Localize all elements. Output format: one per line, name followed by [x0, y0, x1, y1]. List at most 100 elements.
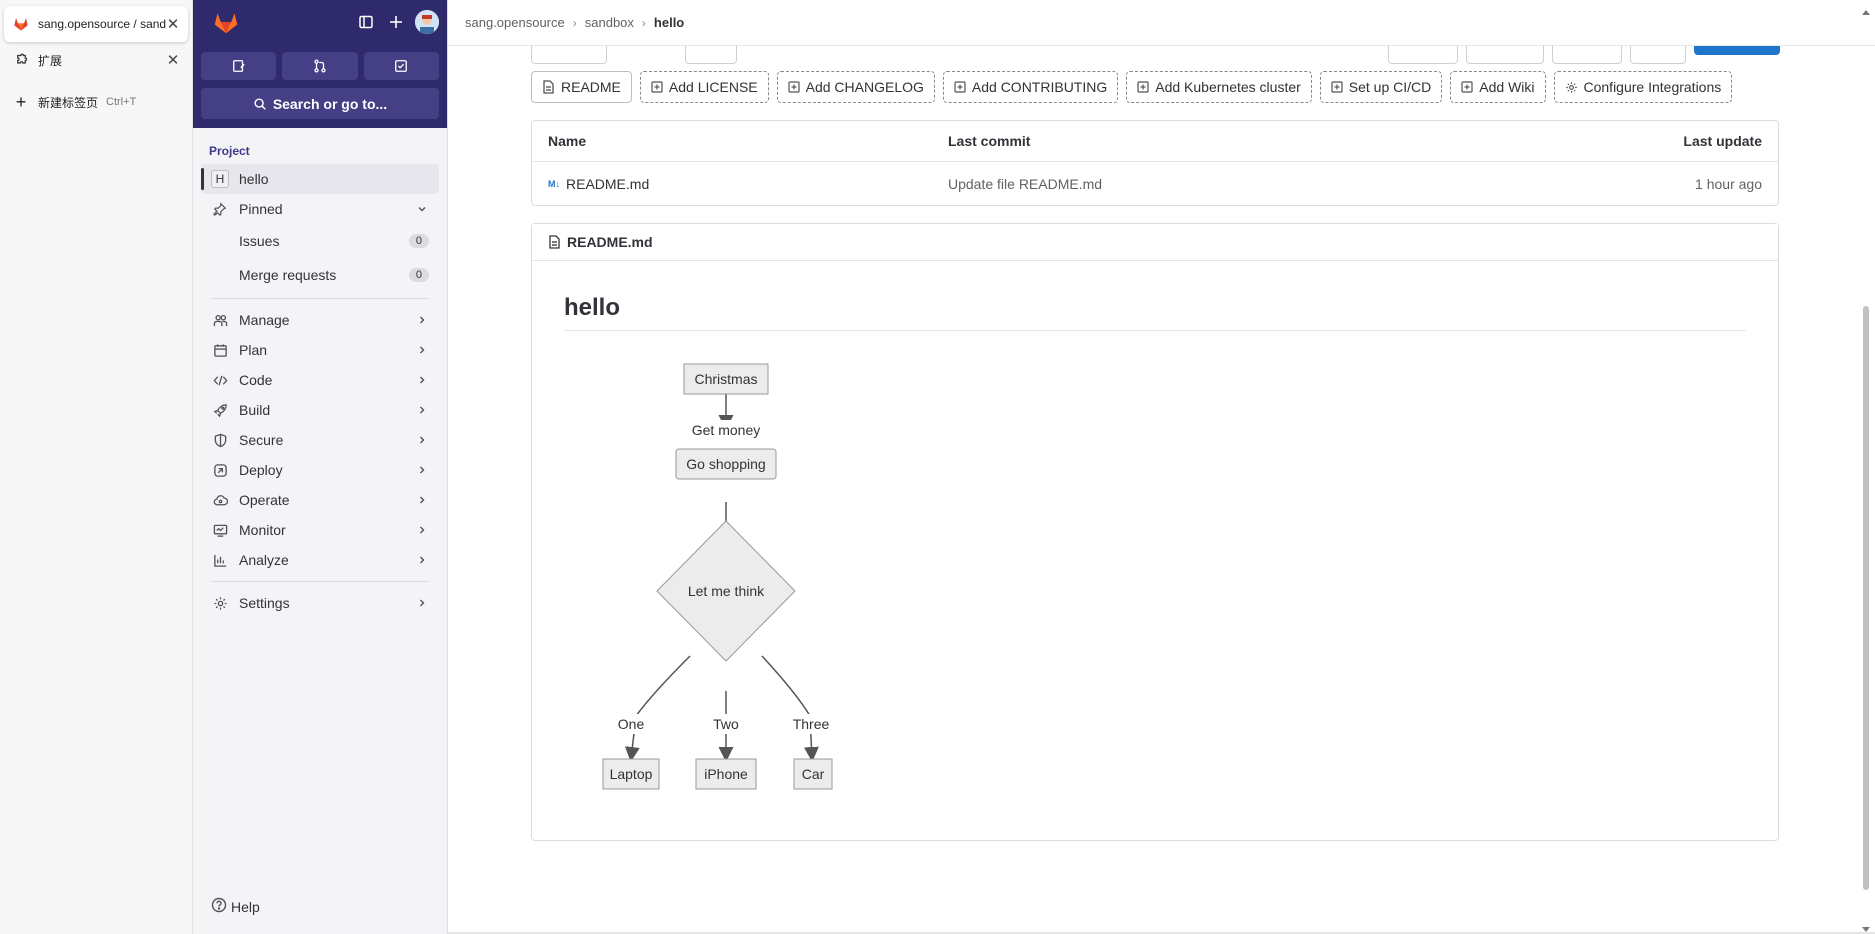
sidebar-item-code[interactable]: Code — [201, 365, 439, 395]
node-car-box — [793, 758, 833, 790]
sidebar-divider — [211, 298, 429, 299]
chevron-right-icon — [415, 433, 429, 447]
plus-icon: + — [15, 91, 27, 112]
sidebar-item-plan[interactable]: Plan — [201, 335, 439, 365]
create-new-icon[interactable] — [381, 8, 411, 36]
file-name-link[interactable]: README.md — [566, 175, 650, 192]
sidebar-item-pinned[interactable]: Pinned — [201, 194, 439, 224]
sidebar-item-label: Deploy — [239, 462, 283, 478]
sidebar-item-operate[interactable]: Operate — [201, 485, 439, 515]
add-kubernetes-cluster-button[interactable]: Add Kubernetes cluster — [1126, 71, 1312, 103]
breadcrumb-project[interactable]: hello — [653, 15, 685, 30]
extensions-label: 扩展 — [38, 53, 63, 68]
sidebar-item-deploy[interactable]: Deploy — [201, 455, 439, 485]
sidebar-item-settings[interactable]: Settings — [201, 588, 439, 618]
plus-square-icon — [1137, 81, 1149, 93]
node-car: Car — [802, 766, 825, 782]
configure-integrations-button[interactable]: Configure Integrations — [1553, 71, 1733, 103]
sidebar-item-label: Code — [239, 372, 273, 388]
help-button[interactable]: Help — [211, 897, 260, 916]
sidebar-item-label: Merge requests — [239, 267, 337, 283]
gear-icon — [211, 594, 229, 612]
help-label: Help — [231, 898, 260, 915]
branch-selector-button[interactable] — [531, 46, 607, 64]
sidebar-item-build[interactable]: Build — [201, 395, 439, 425]
edge-label-three: Three — [793, 716, 830, 732]
scroll-down-arrow[interactable] — [1861, 921, 1871, 932]
readme-heading: hello — [564, 294, 621, 321]
chevron-right-icon — [415, 463, 429, 477]
new-tab-shortcut: Ctrl+T — [106, 96, 137, 108]
edge-label-get-money: Get money — [692, 422, 760, 438]
sidebar-item-merge-requests[interactable]: Merge requests 0 — [201, 258, 439, 292]
table-row: M↓ README.md Update file README.md 1 hou… — [532, 162, 1778, 205]
scroll-up-arrow[interactable] — [1861, 3, 1871, 15]
setup-ci-cd-button[interactable]: Set up CI/CD — [1319, 71, 1443, 103]
sidebar-item-analyze[interactable]: Analyze — [201, 545, 439, 575]
browser-extensions[interactable]: 扩展 ✕ — [4, 42, 188, 78]
merge-requests-shortcut-button[interactable] — [282, 52, 358, 80]
code-icon — [211, 371, 229, 389]
add-wiki-button[interactable]: Add Wiki — [1450, 71, 1546, 103]
plus-square-icon — [1331, 81, 1343, 93]
sidebar-item-label: Build — [239, 402, 271, 418]
user-avatar[interactable] — [415, 10, 439, 34]
readme-filename[interactable]: README.md — [567, 234, 653, 250]
node-christmas: Christmas — [694, 371, 757, 387]
node-laptop: Laptop — [610, 766, 653, 782]
browser-tab-title: sang.opensource / sandbox / hello — [38, 17, 166, 31]
markdown-icon: M↓ — [548, 178, 560, 189]
star-button[interactable] — [1552, 46, 1622, 64]
node-christmas-box — [683, 363, 769, 395]
breadcrumb-subgroup[interactable]: sandbox — [584, 15, 634, 30]
node-think: Let me think — [688, 583, 765, 599]
plus-square-icon — [788, 81, 800, 93]
history-button[interactable] — [685, 46, 737, 64]
thumbtack-icon — [211, 200, 229, 218]
todo-shortcut-button[interactable] — [363, 52, 439, 80]
issues-icon — [232, 60, 245, 72]
edge-label-two: Two — [713, 716, 739, 732]
issues-shortcut-button[interactable] — [201, 52, 277, 80]
new-tab-button[interactable]: + 新建标签页 Ctrl+T — [4, 84, 188, 120]
fork-button[interactable] — [1630, 46, 1686, 64]
close-icon[interactable]: ✕ — [166, 52, 180, 69]
readme-panel: README.md hello Get money One Two T — [531, 223, 1779, 841]
close-icon[interactable]: ✕ — [166, 16, 180, 33]
main-content: sang.opensource › sandbox › hello README… — [448, 0, 1875, 934]
edit-button[interactable] — [1466, 46, 1544, 64]
sidebar-item-secure[interactable]: Secure — [201, 425, 439, 455]
file-table-header: Name Last commit Last update — [532, 121, 1778, 162]
sidebar-item-issues[interactable]: Issues 0 — [201, 224, 439, 258]
search-button[interactable]: Search or go to... — [201, 88, 439, 119]
code-dropdown-button[interactable] — [1694, 46, 1780, 55]
add-changelog-button[interactable]: Add CHANGELOG — [776, 71, 935, 103]
search-icon — [254, 97, 266, 110]
plus-square-icon — [1461, 81, 1473, 93]
breadcrumb-group[interactable]: sang.opensource — [465, 15, 565, 30]
sidebar-item-manage[interactable]: Manage — [201, 305, 439, 335]
breadcrumb: sang.opensource › sandbox › hello — [448, 0, 1875, 46]
last-update-time: 1 hour ago — [1695, 175, 1762, 192]
help-icon — [211, 897, 227, 916]
sidebar-item-project-hello[interactable]: H hello — [201, 164, 439, 194]
node-laptop-box — [602, 758, 660, 790]
browser-tab-active[interactable]: sang.opensource / sandbox / hello ✕ — [4, 6, 188, 42]
commit-message-link[interactable]: Update file README.md — [948, 175, 1103, 192]
add-contributing-button[interactable]: Add CONTRIBUTING — [942, 71, 1119, 103]
find-file-button[interactable] — [1388, 46, 1458, 64]
plus-square-icon — [651, 81, 663, 93]
add-license-button[interactable]: Add LICENSE — [639, 71, 769, 103]
gitlab-logo-icon[interactable] — [211, 7, 241, 37]
readme-button[interactable]: README — [531, 71, 632, 103]
sidebar-toggle-icon[interactable] — [351, 8, 381, 36]
project-avatar: H — [211, 170, 229, 188]
cloud-icon — [211, 491, 229, 509]
page-scrollbar-thumb[interactable] — [1863, 306, 1869, 890]
todo-icon — [395, 60, 408, 72]
sidebar-item-label: hello — [239, 171, 269, 187]
sidebar-item-monitor[interactable]: Monitor — [201, 515, 439, 545]
chevron-right-icon — [415, 553, 429, 567]
chevron-right-icon — [415, 493, 429, 507]
chevron-right-icon: › — [572, 15, 577, 30]
